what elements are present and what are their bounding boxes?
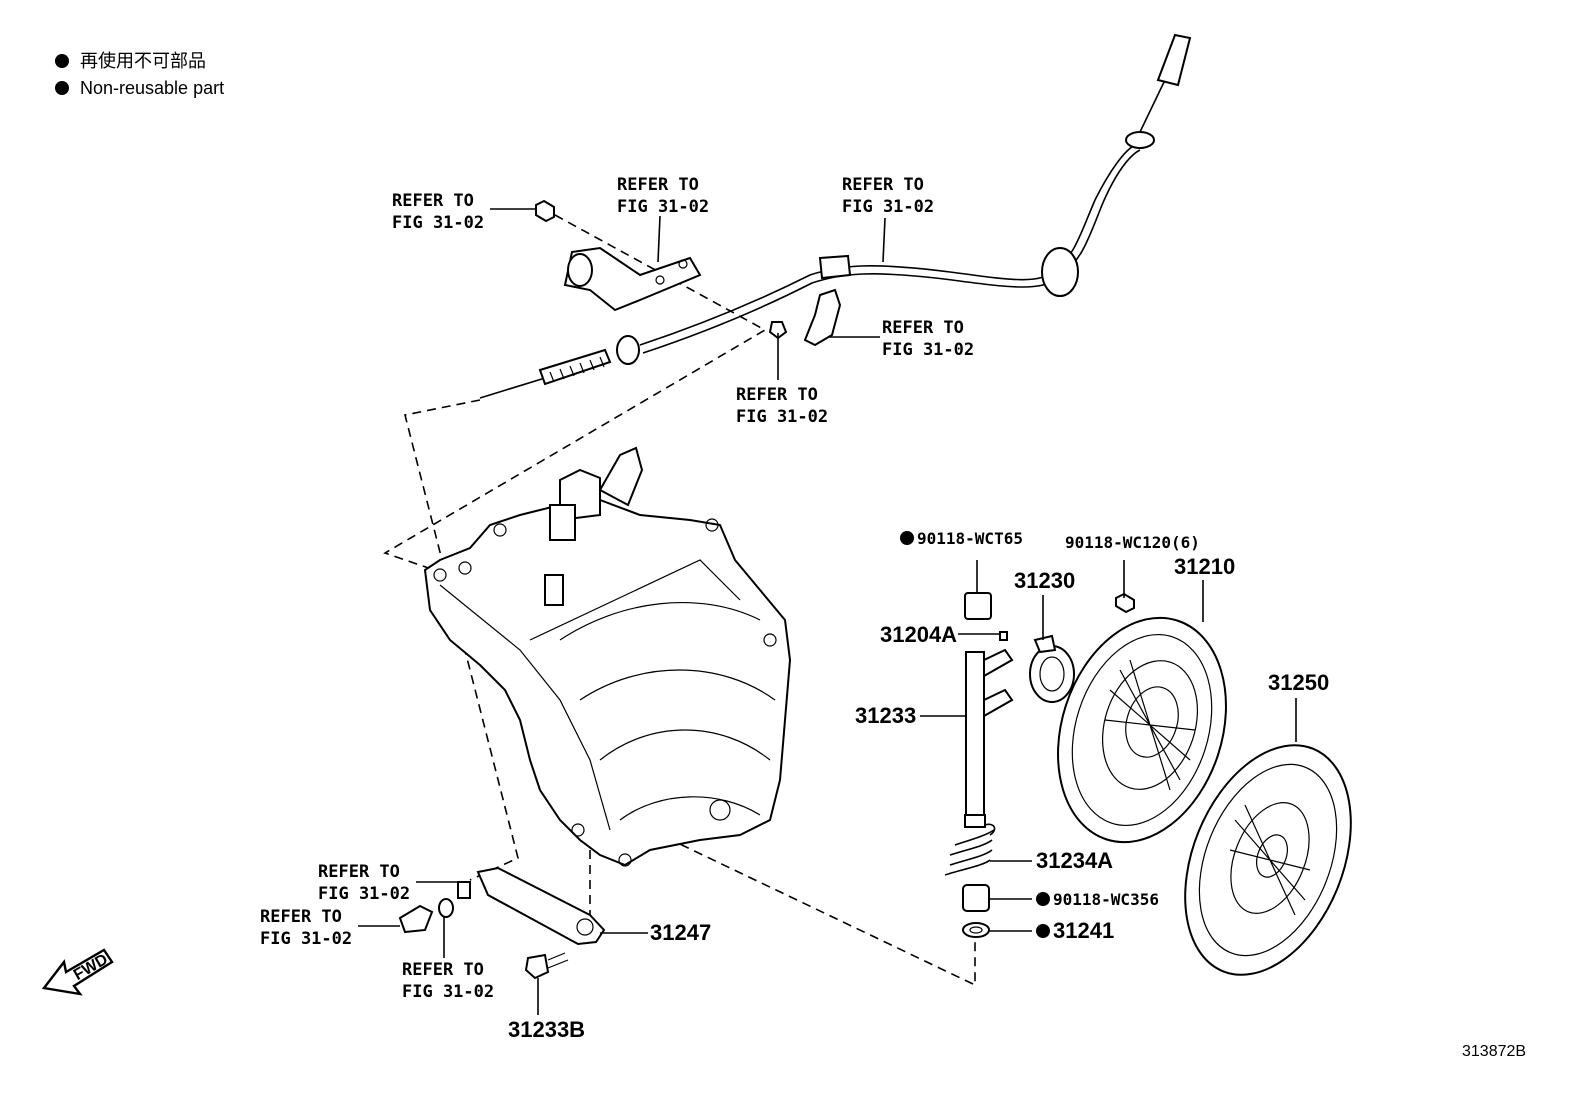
part-numbers: 90118-WCT65 90118-WC120(6) 31230 31210 3… xyxy=(508,529,1329,1042)
release-shaft-assembly xyxy=(944,592,1014,938)
refer-label-1b: FIG 31-02 xyxy=(392,213,484,233)
legend-jp: 再使用不可部品 xyxy=(80,51,206,71)
refer-label-7a: REFER TO xyxy=(260,907,342,927)
part-90118-wc120: 90118-WC120(6) xyxy=(1065,533,1200,552)
part-31233b: 31233B xyxy=(508,1017,585,1042)
legend: 再使用不可部品 Non-reusable part xyxy=(55,51,224,98)
part-31247: 31247 xyxy=(650,920,711,945)
part-90118-wc356: 90118-WC356 xyxy=(1053,890,1159,909)
part-31230: 31230 xyxy=(1014,568,1075,593)
refer-to-labels: REFER TO FIG 31-02 REFER TO FIG 31-02 RE… xyxy=(260,175,974,1002)
part-31204a: 31204A xyxy=(880,622,957,647)
refer-label-5b: FIG 31-02 xyxy=(736,407,828,427)
part-31234a: 31234A xyxy=(1036,848,1113,873)
refer-label-4a: REFER TO xyxy=(882,318,964,338)
refer-label-4b: FIG 31-02 xyxy=(882,340,974,360)
refer-label-3a: REFER TO xyxy=(842,175,924,195)
non-reusable-dot-icon xyxy=(1036,924,1050,938)
refer-label-1a: REFER TO xyxy=(392,191,474,211)
legend-en: Non-reusable part xyxy=(80,78,224,98)
transmission-housing xyxy=(423,446,792,867)
part-31233: 31233 xyxy=(855,703,916,728)
refer-label-6a: REFER TO xyxy=(318,862,400,882)
non-reusable-dot-icon xyxy=(55,81,69,95)
non-reusable-dot-icon xyxy=(1036,892,1050,906)
refer-label-5a: REFER TO xyxy=(736,385,818,405)
refer-label-2b: FIG 31-02 xyxy=(617,197,709,217)
figure-code: 313872B xyxy=(1462,1043,1526,1060)
leader-lines xyxy=(358,208,1297,1015)
refer-label-2a: REFER TO xyxy=(617,175,699,195)
part-31250: 31250 xyxy=(1268,670,1329,695)
non-reusable-dot-icon xyxy=(900,531,914,545)
clutch-cable xyxy=(479,33,1192,399)
refer-label-7b: FIG 31-02 xyxy=(260,929,352,949)
part-31241: 31241 xyxy=(1053,918,1114,943)
refer-label-6b: FIG 31-02 xyxy=(318,884,410,904)
clutch-disc xyxy=(1184,744,1352,976)
part-90118-wct65: 90118-WCT65 xyxy=(917,529,1023,548)
non-reusable-dot-icon xyxy=(55,54,69,68)
cable-bracket xyxy=(535,199,842,347)
clutch-cover xyxy=(1057,592,1227,844)
refer-label-8a: REFER TO xyxy=(402,960,484,980)
part-31210: 31210 xyxy=(1174,554,1235,579)
release-bearing xyxy=(1029,634,1075,703)
release-fork xyxy=(398,866,606,980)
refer-label-3b: FIG 31-02 xyxy=(842,197,934,217)
fwd-arrow-icon: FWD xyxy=(41,948,114,996)
refer-label-8b: FIG 31-02 xyxy=(402,982,494,1002)
fwd-label: FWD xyxy=(71,951,111,984)
